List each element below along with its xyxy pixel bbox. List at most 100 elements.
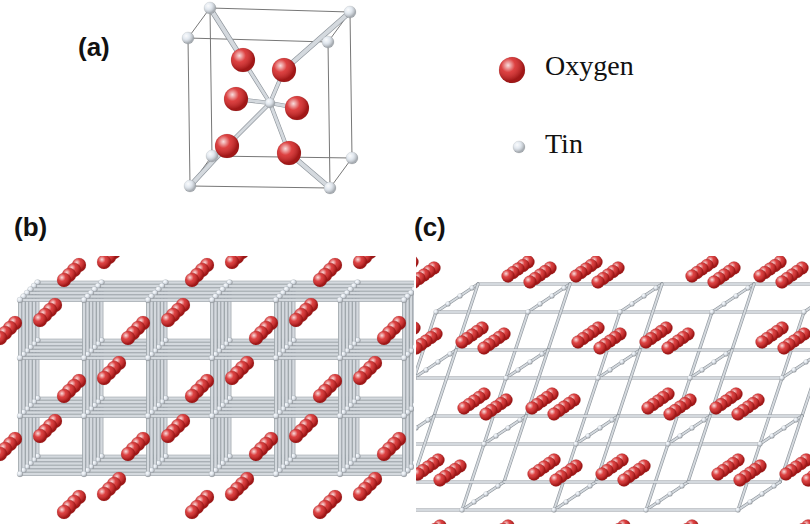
- bond: [339, 416, 342, 474]
- bond: [152, 469, 216, 472]
- bond: [86, 355, 89, 413]
- sphere-shading: [499, 57, 525, 83]
- bond: [214, 413, 218, 471]
- bond: [82, 416, 86, 474]
- oxygen-atom: [249, 331, 263, 345]
- bond: [526, 350, 548, 416]
- tin-atom: [736, 508, 741, 513]
- oxygen-atom: [797, 523, 810, 524]
- tin-atom: [344, 6, 356, 18]
- bond: [22, 355, 25, 413]
- oxygen-atom: [249, 447, 263, 461]
- bond: [340, 298, 404, 302]
- bond: [283, 349, 347, 353]
- tin-atom: [424, 368, 429, 373]
- bond: [342, 297, 345, 355]
- oxygen-atom: [734, 474, 747, 487]
- oxygen-atom: [434, 474, 447, 487]
- tin-atom: [145, 413, 151, 419]
- bond: [219, 466, 283, 469]
- bond: [283, 291, 347, 295]
- tin-atom: [734, 294, 739, 299]
- tin-atom: [564, 500, 569, 505]
- bond: [280, 353, 344, 357]
- bond: [504, 416, 526, 482]
- bond: [284, 12, 350, 70]
- bond: [344, 469, 408, 472]
- tin-atom: [494, 434, 499, 439]
- bond: [150, 297, 154, 355]
- oxygen-atom: [215, 134, 239, 158]
- bond: [640, 284, 662, 350]
- bond: [351, 288, 415, 292]
- oxygen-atom: [613, 523, 626, 524]
- tin-atom: [17, 355, 23, 361]
- bond: [148, 357, 212, 360]
- bond: [152, 295, 216, 298]
- tin-atom: [782, 426, 787, 431]
- bond: [416, 416, 434, 482]
- bond: [214, 355, 218, 413]
- bond: [280, 411, 344, 414]
- bond: [278, 355, 282, 413]
- bond: [276, 473, 340, 476]
- bond: [214, 413, 217, 471]
- bond: [280, 295, 344, 298]
- bond: [554, 482, 596, 510]
- bond: [576, 442, 668, 445]
- bond: [88, 411, 152, 414]
- bond: [690, 312, 712, 378]
- bond: [554, 508, 646, 511]
- lattice-view-b: [0, 256, 414, 519]
- legend-swatch: [492, 50, 532, 90]
- bond: [802, 350, 810, 416]
- bond: [152, 411, 216, 414]
- oxygen-atom: [429, 523, 442, 524]
- bond: [338, 300, 342, 358]
- bond: [347, 350, 411, 353]
- bond: [88, 353, 152, 356]
- bond: [27, 466, 91, 469]
- cell-edge: [350, 12, 352, 158]
- oxygen-atom: [225, 256, 239, 269]
- bond: [436, 311, 528, 313]
- bond: [646, 444, 668, 510]
- oxygen-atom: [0, 331, 7, 345]
- tin-atom: [748, 500, 753, 505]
- bond: [219, 349, 283, 353]
- bond: [27, 407, 91, 411]
- bond: [280, 353, 344, 356]
- bond: [219, 291, 283, 295]
- tin-atom: [184, 180, 196, 192]
- bond: [20, 357, 84, 360]
- tin-atom: [460, 508, 465, 513]
- tin-atom: [596, 376, 601, 381]
- bond: [83, 416, 86, 474]
- bond: [22, 413, 26, 471]
- bond: [276, 472, 340, 476]
- oxygen-atom: [231, 48, 255, 72]
- oxygen-atom: [416, 256, 419, 269]
- bond: [409, 351, 413, 409]
- bond: [347, 292, 411, 295]
- bond: [506, 377, 598, 379]
- bond: [596, 416, 618, 482]
- tin-atom: [504, 376, 509, 381]
- bond: [456, 348, 548, 351]
- bond: [710, 415, 802, 417]
- bond: [278, 413, 281, 471]
- bond: [342, 355, 345, 413]
- tin-atom: [540, 352, 545, 357]
- oxygen-atom: [596, 468, 609, 481]
- bond: [406, 355, 409, 413]
- bond: [152, 353, 216, 357]
- tin-atom: [608, 368, 613, 373]
- bond: [344, 411, 408, 415]
- tin-atom: [434, 310, 439, 315]
- bond: [216, 353, 280, 356]
- tin-atom: [182, 32, 194, 44]
- tin-atom: [209, 297, 215, 303]
- bond: [668, 442, 760, 445]
- bond: [86, 413, 90, 471]
- bond: [347, 466, 411, 469]
